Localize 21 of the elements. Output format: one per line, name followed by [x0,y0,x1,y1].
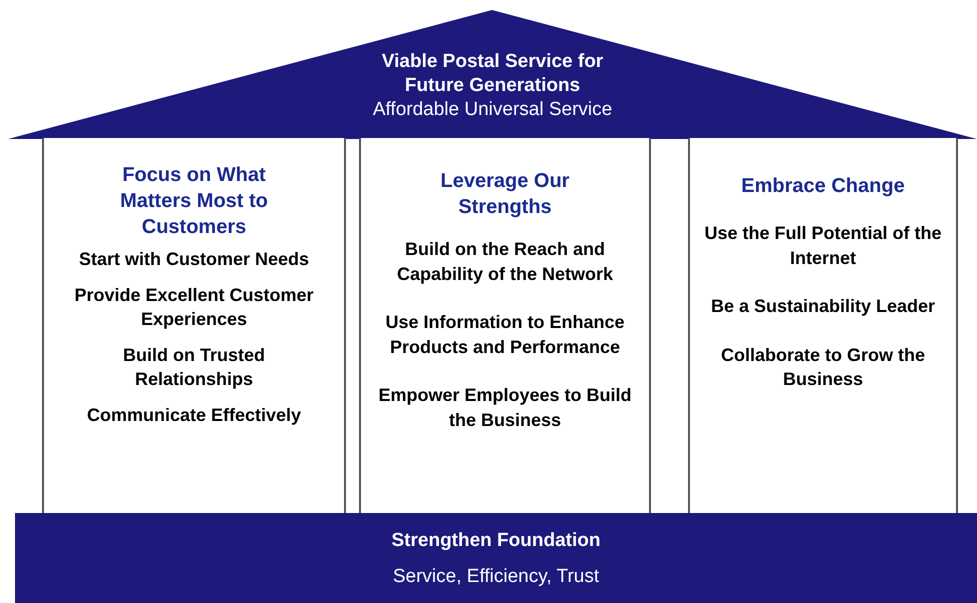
pillar-item: Be a Sustainability Leader [710,295,936,318]
pillar-box [359,138,651,513]
pillar-item: Build on Trusted Relationships [122,344,266,391]
pillar-item: Provide Excellent Customer Experiences [74,284,314,331]
pillar-item: Use the Full Potential of the Internet [703,222,942,270]
foundation-band [15,513,977,603]
pillar-item: Use Information to Enhance Products and Performance [384,311,626,358]
pillar-item: Start with Customer Needs [78,248,310,271]
foundation-subtitle: Service, Efficiency, Trust [392,566,600,588]
foundation-title: Strengthen Foundation [390,530,602,552]
roof-subtitle: Affordable Universal Service [372,98,614,122]
pillar-heading: Embrace Change [741,174,905,199]
pillar-box [42,138,346,513]
pillar-item: Empower Employees to Build the Business [377,384,633,432]
roof-title: Viable Postal Service for Future Generations [380,50,604,98]
pillar-item: Build on the Reach and Capability of the Network [396,238,614,286]
pillar-heading: Leverage Our Strengths [440,169,570,220]
pillar-item: Communicate Effectively [86,404,302,427]
pillar-heading: Focus on What Matters Most to Customers [119,163,269,240]
pillar-box [688,138,958,513]
pillar-item: Collaborate to Grow the Business [720,344,926,391]
